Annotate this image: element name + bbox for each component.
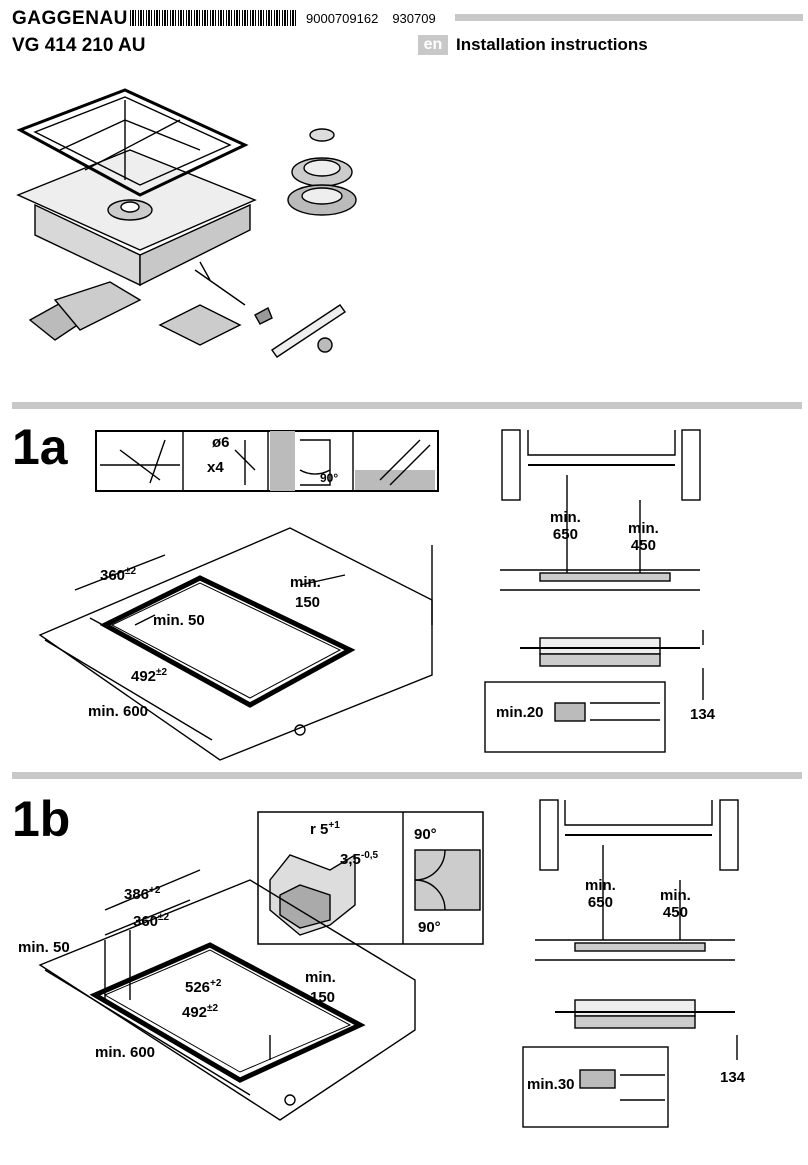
hood-min-450-1b: min.450 [660,887,691,921]
angle-label: 90° [320,471,339,485]
outer-depth-label-1b: 526+2 [185,978,222,996]
hood-min-650-1a: min.650 [550,509,581,543]
gap-label-1a: min.20 [496,704,544,721]
section-label-1a: 1a [12,419,68,475]
height-label-1a: 134 [690,706,716,723]
outer-width-label-1b: 386+2 [124,885,161,903]
hood-min-650-1b: min.650 [585,877,616,911]
angle-label-top: 90° [414,826,437,843]
section-label-1b: 1b [12,791,71,847]
front-clearance-label-1b: min. 50 [18,939,70,956]
back-clearance-value-1a: 150 [295,594,321,611]
hood-min-450-1a: min.450 [628,520,659,554]
hood-diagram-1b [535,799,739,961]
language-badge: en [418,35,448,55]
section-divider-1b [12,772,802,779]
height-label-1b: 134 [720,1069,746,1086]
document-title: Installation instructions [456,35,648,54]
barcode [130,10,298,26]
header-bar [455,14,803,21]
back-clearance-value-1b: 150 [310,989,336,1006]
count-label: x4 [207,459,224,476]
front-clearance-label-1a: min. 50 [153,612,205,629]
hob-illustration [16,88,257,287]
gap-label-1b: min.30 [527,1076,575,1093]
detail-box-1b [257,811,484,945]
angle-label-bottom: 90° [418,919,441,936]
drill-size-label: ø6 [212,434,230,451]
hood-diagram-1a [500,429,701,591]
side-view-1b [522,999,738,1128]
side-view-1a [484,630,704,753]
burner-illustration [287,128,357,216]
back-clearance-label-1a: min. [290,574,321,591]
radius-label: r 5+1 [310,820,340,838]
cutout-diagram-1a [38,527,433,761]
cutout-diagram-1b [38,869,416,1121]
counter-depth-label-1b: min. 600 [95,1044,156,1061]
part-number: 9000709162 [306,11,379,26]
depth-label-1a: 492±2 [131,667,168,685]
counter-depth-label-1a: min. 600 [88,703,149,720]
date-code: 930709 [392,11,436,26]
document-codes: 9000709162 930709 [306,11,450,26]
tools-strip [95,430,439,492]
model-number: VG 414 210 AU [12,35,146,56]
depth-label-1b: 492±2 [182,1003,219,1021]
width-label-1b: 360±2 [133,912,170,930]
back-clearance-label-1b: min. [305,969,336,986]
brand-logo: GAGGENAU [12,8,128,29]
width-label-1a: 360±2 [100,566,137,584]
depth-tolerance-label: 3,5-0,5 [340,850,379,868]
accessory-parts [28,261,346,358]
section-divider-1a [12,402,802,409]
